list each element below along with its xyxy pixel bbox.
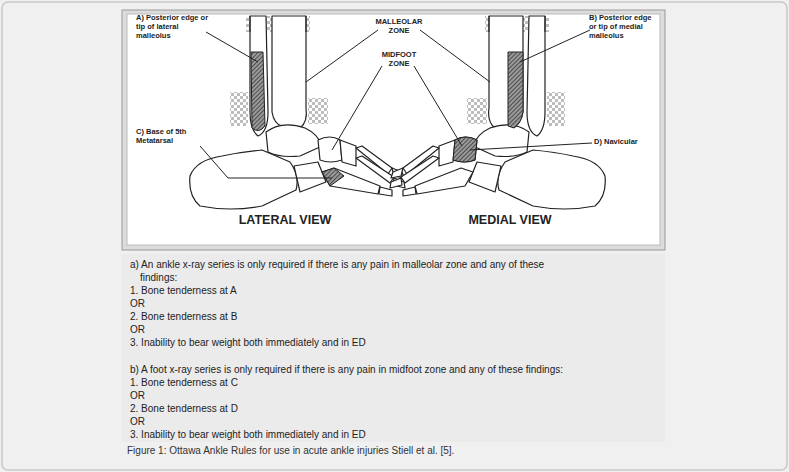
medial-foot-bones bbox=[390, 16, 605, 209]
leader-line bbox=[420, 30, 490, 82]
rule-text: OR bbox=[130, 323, 657, 336]
rule-text: 2. Bone tenderness at D bbox=[130, 402, 657, 415]
leader-line bbox=[332, 66, 382, 150]
callout-label: A) Posterior edge or tip of lateral mall… bbox=[136, 13, 210, 40]
point-c-region bbox=[322, 168, 344, 186]
callout-label: D) Navicular bbox=[594, 137, 658, 146]
zone-label: MALLEOLAR ZONE bbox=[368, 17, 430, 35]
figure-frame bbox=[122, 10, 665, 250]
rule-text: 3. Inability to bear weight both immedia… bbox=[130, 336, 657, 349]
rule-text: 2. Bone tenderness at B bbox=[130, 310, 657, 323]
rule-text: OR bbox=[130, 415, 657, 428]
view-title: LATERAL VIEW bbox=[225, 213, 345, 228]
zone-label: MIDFOOT ZONE bbox=[371, 50, 427, 68]
rules-panel: a) An ankle x-ray series is only require… bbox=[122, 254, 665, 442]
rule-text: b) A foot x-ray series is only required … bbox=[130, 363, 660, 376]
leader-line bbox=[206, 32, 258, 62]
rule-text: OR bbox=[130, 389, 657, 402]
rule-text: OR bbox=[130, 297, 657, 310]
point-a-region bbox=[251, 52, 265, 131]
callout-label: C) Base of 5th Metatarsal bbox=[136, 127, 208, 145]
leader-line bbox=[200, 146, 332, 178]
leader-line bbox=[306, 30, 378, 82]
leader-line bbox=[520, 30, 590, 62]
rule-text: 1. Bone tenderness at A bbox=[130, 284, 657, 297]
point-b-region bbox=[508, 52, 523, 128]
callout-label: B) Posterior edge or tip of medial malle… bbox=[589, 13, 659, 40]
lateral-foot-bones bbox=[190, 16, 405, 209]
figure-caption: Figure 1: Ottawa Ankle Rules for use in … bbox=[127, 445, 727, 457]
view-title: MEDIAL VIEW bbox=[450, 213, 570, 228]
rule-text: 1. Bone tenderness at C bbox=[130, 376, 657, 389]
rule-text: 3. Inability to bear weight both immedia… bbox=[130, 428, 657, 441]
leader-line bbox=[414, 66, 462, 146]
figure-canvas bbox=[127, 14, 660, 245]
rule-text: a) An ankle x-ray series is only require… bbox=[130, 258, 580, 284]
leader-line bbox=[470, 143, 592, 150]
